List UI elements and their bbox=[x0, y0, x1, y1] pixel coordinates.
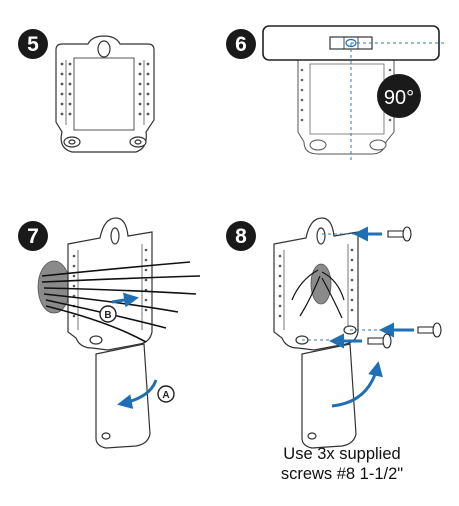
caption-line-2: screws #8 1-1/2" bbox=[280, 465, 404, 483]
step-8-terminal-dots bbox=[278, 248, 354, 318]
screw-top bbox=[387, 226, 412, 242]
right-angle-badge: 90° bbox=[377, 74, 421, 118]
wall-plate-front bbox=[55, 35, 155, 153]
step-8-badge: 8 bbox=[226, 221, 256, 251]
wall-plate-open bbox=[67, 217, 153, 449]
push-wires-arrow bbox=[111, 292, 139, 308]
step-7-badge: 7 bbox=[18, 221, 48, 251]
screw-bottom bbox=[367, 333, 392, 349]
wall-plate-mounting bbox=[273, 217, 359, 449]
step-8-wires bbox=[291, 269, 345, 319]
caption-line-1: Use 3x supplied bbox=[283, 445, 401, 463]
wall-plate-behind-level bbox=[297, 59, 395, 155]
wall-hole-step-8 bbox=[310, 263, 332, 305]
alignment-guides bbox=[350, 42, 446, 162]
callout-b-label: B bbox=[104, 310, 111, 321]
step-5-panel: 5 bbox=[18, 29, 155, 153]
step-8-panel: 8 bbox=[226, 217, 442, 449]
close-door-arrow-step-8 bbox=[331, 361, 383, 408]
step-8-number: 8 bbox=[235, 225, 247, 248]
step-5-badge: 5 bbox=[18, 29, 48, 59]
step-7-number: 7 bbox=[27, 225, 39, 248]
callout-a-label: A bbox=[162, 390, 169, 401]
step-5-number: 5 bbox=[27, 33, 39, 56]
screw-right bbox=[417, 322, 442, 338]
close-door-arrow bbox=[117, 379, 158, 409]
wall-hole-graphic bbox=[37, 260, 71, 314]
step-7-panel: 7 bbox=[18, 217, 201, 449]
step-6-badge: 6 bbox=[226, 29, 256, 59]
wall-plate-terminal-dots bbox=[60, 62, 150, 116]
callout-a: A bbox=[157, 385, 175, 403]
angle-label: 90° bbox=[384, 87, 414, 109]
callout-b: B bbox=[99, 305, 117, 323]
step-6-number: 6 bbox=[235, 33, 247, 56]
screw-instruction-caption: Use 3x supplied screws #8 1-1/2" bbox=[232, 444, 452, 484]
step-6-panel: 6 90° bbox=[226, 25, 446, 162]
